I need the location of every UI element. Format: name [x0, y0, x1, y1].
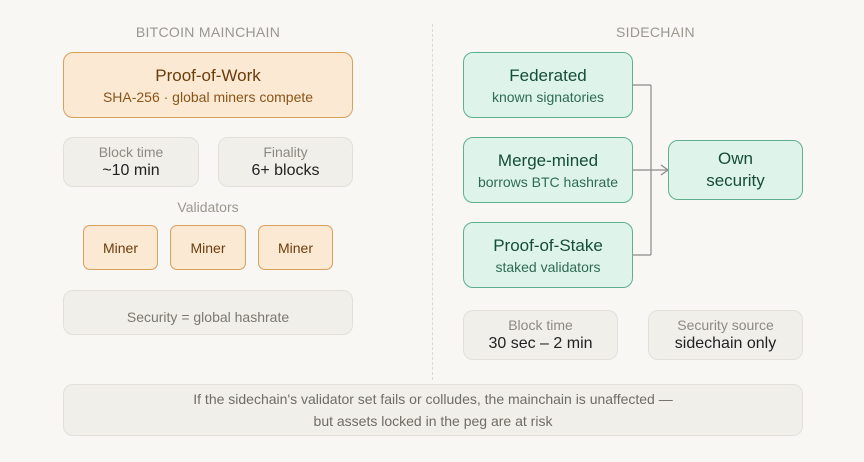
block-time-label: Block time [98, 144, 164, 160]
merge-mined-subtitle: borrows BTC hashrate [477, 173, 619, 190]
miner-2: Miner [170, 225, 246, 270]
risk-footer: If the sidechain's validator set fails o… [63, 384, 803, 436]
sidechain-block-time: Block time 30 sec – 2 min [463, 310, 618, 360]
validators-label: Validators [177, 199, 239, 215]
mainchain-title: BITCOIN MAINCHAIN [135, 24, 281, 40]
own-security-line2: security [706, 171, 765, 190]
sidechain-block-time-label: Block time [508, 317, 573, 333]
sidechain-title: SIDECHAIN [616, 24, 695, 40]
finality-label: Finality [263, 144, 308, 160]
pow-box: Proof-of-Work SHA-256 · global miners co… [63, 52, 353, 118]
own-security-line1: Own [718, 149, 753, 168]
footer-line-2: but assets locked in the peg are at risk [313, 413, 553, 429]
own-security-box: Own security [668, 140, 803, 200]
security-source-label: Security source [677, 317, 774, 333]
pos-subtitle: staked validators [495, 258, 601, 275]
security-text: Security = global hashrate [126, 308, 290, 325]
finality-value: 6+ blocks [251, 162, 320, 179]
column-divider [432, 24, 433, 380]
federated-subtitle: known signatories [491, 88, 605, 105]
footer-line-1: If the sidechain's validator set fails o… [193, 391, 673, 407]
miner-3: Miner [258, 225, 333, 270]
pow-subtitle: SHA-256 · global miners compete [102, 88, 314, 105]
miner-1: Miner [83, 225, 158, 270]
federated-title: Federated [509, 65, 587, 85]
pow-title: Proof-of-Work [155, 65, 261, 85]
security-source: Security source sidechain only [648, 310, 803, 360]
proof-of-stake-box: Proof-of-Stake staked validators [463, 222, 633, 288]
mainchain-finality: Finality 6+ blocks [218, 137, 353, 187]
sidechain-block-time-value: 30 sec – 2 min [488, 335, 593, 352]
mainchain-security: Security = global hashrate [63, 290, 353, 335]
merge-mined-title: Merge-mined [497, 150, 599, 170]
mainchain-block-time: Block time ~10 min [63, 137, 199, 187]
merge-mined-box: Merge-mined borrows BTC hashrate [463, 137, 633, 203]
pos-title: Proof-of-Stake [493, 235, 603, 255]
block-time-value: ~10 min [102, 162, 160, 179]
security-source-value: sidechain only [674, 335, 777, 352]
federated-box: Federated known signatories [463, 52, 633, 118]
